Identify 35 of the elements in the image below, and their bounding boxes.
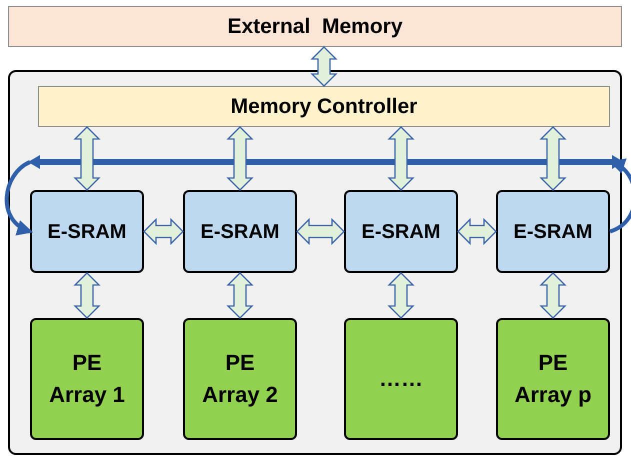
- sram-box: [344, 190, 458, 273]
- double-arrow: [296, 218, 345, 246]
- node-label: PE Array 2: [201, 349, 279, 409]
- sram-box: [496, 190, 610, 273]
- memory-box: [8, 6, 622, 47]
- pe-array-box: [496, 318, 610, 440]
- double-arrow: [226, 272, 254, 319]
- double-arrow: [143, 218, 184, 246]
- node-label: E-SRAM: [362, 220, 440, 244]
- node-label: PE Array p: [514, 349, 592, 409]
- node-label: E-SRAM: [514, 220, 592, 244]
- double-arrow: [310, 46, 338, 87]
- double-arrow: [539, 272, 567, 319]
- double-arrow: [387, 126, 415, 191]
- node-label: Memory Controller: [230, 94, 418, 120]
- node-label: E-SRAM: [48, 220, 126, 244]
- curved-arrow: [4, 160, 33, 234]
- sram-box: [30, 190, 144, 273]
- node-label: ……: [379, 365, 423, 394]
- double-arrow: [457, 218, 497, 246]
- node-label: PE Array 1: [48, 349, 126, 409]
- curved-arrow: [609, 160, 631, 234]
- double-arrow: [226, 126, 254, 191]
- controller-box: [38, 86, 610, 127]
- double-arrow: [73, 126, 101, 191]
- double-arrow: [387, 272, 415, 319]
- double-arrow: [73, 272, 101, 319]
- sram-box: [183, 190, 297, 273]
- pe-array-box: [183, 318, 297, 440]
- pe-array-box: [344, 318, 458, 440]
- double-arrow: [539, 126, 567, 191]
- chip-boundary: [8, 70, 622, 455]
- node-label: External Memory: [227, 14, 403, 40]
- pe-array-box: [30, 318, 144, 440]
- node-label: E-SRAM: [200, 220, 280, 244]
